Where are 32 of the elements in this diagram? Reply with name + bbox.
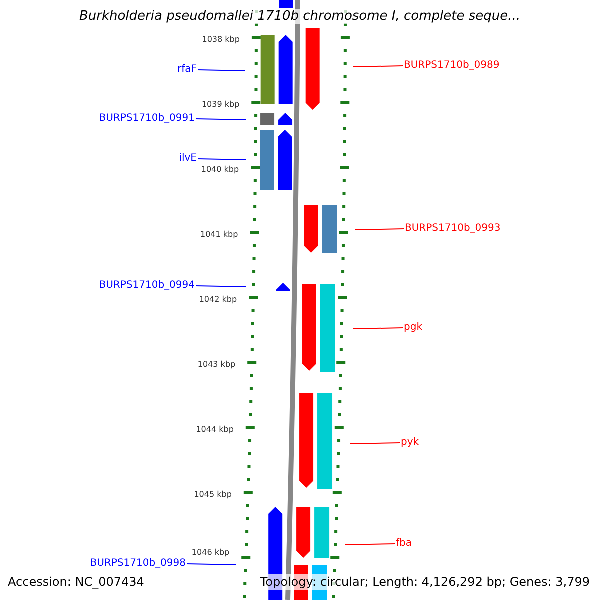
gene-label: rfaF bbox=[177, 64, 197, 76]
leader-line bbox=[198, 158, 246, 160]
leader-line bbox=[186, 564, 236, 566]
leader-line bbox=[196, 118, 246, 120]
gene-label: BURPS1710b_0994 bbox=[99, 280, 195, 292]
scale-label: 1045 kbp bbox=[194, 490, 232, 500]
leader-line bbox=[196, 286, 246, 288]
scale-label: 1046 kbp bbox=[192, 548, 230, 558]
gene-label: BURPS1710b_0993 bbox=[405, 223, 501, 235]
scale-label: 1042 kbp bbox=[199, 295, 238, 305]
leader-line bbox=[350, 442, 400, 444]
scale-label: 1044 kbp bbox=[196, 425, 234, 435]
leader-line bbox=[352, 328, 404, 330]
genome-info-label: Topology: circular; Length: 4,126,292 bp; Genes: 3,799 bbox=[260, 574, 590, 590]
gene-label: pgk bbox=[404, 322, 422, 334]
leader-line bbox=[352, 66, 404, 68]
gene-label: BURPS1710b_0989 bbox=[404, 60, 500, 72]
scale-label: 1038 kbp bbox=[202, 35, 240, 45]
gene-label: pyk bbox=[401, 437, 420, 449]
scale-label: 1039 kbp bbox=[202, 100, 240, 110]
accession-label: Accession: NC_007434 bbox=[8, 574, 144, 590]
gene-label: fba bbox=[396, 538, 412, 550]
gene-label: BURPS1710b_0998 bbox=[90, 558, 186, 570]
leader-line bbox=[198, 70, 246, 72]
gene-label: ilvE bbox=[179, 153, 197, 165]
title: Burkholderia pseudomallei 1710b chromosome I, complete seque... bbox=[79, 9, 521, 24]
scale-label: 1040 kbp bbox=[201, 165, 240, 175]
leader-line bbox=[344, 544, 396, 546]
scale-label: 1041 kbp bbox=[200, 230, 238, 240]
scale-label: 1043 kbp bbox=[198, 360, 236, 370]
leader-line bbox=[354, 228, 404, 230]
gene-label: BURPS1710b_0991 bbox=[99, 113, 195, 125]
